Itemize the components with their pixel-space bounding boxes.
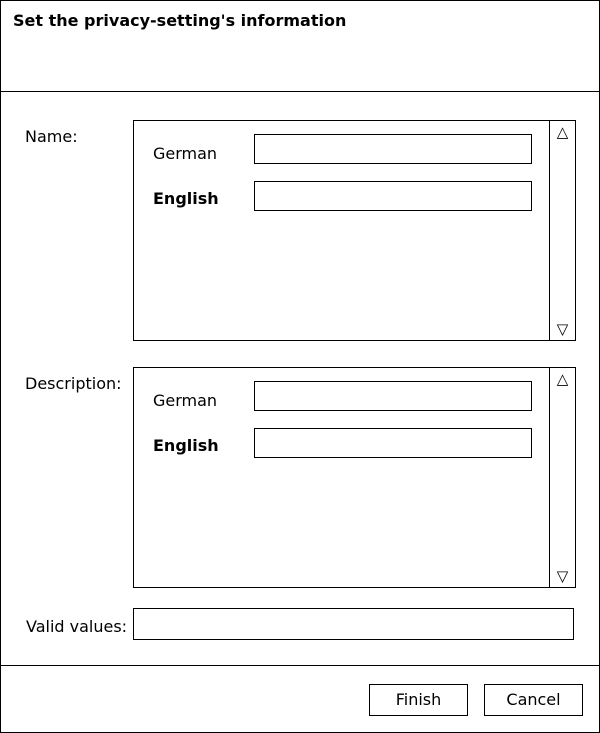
description-label: Description: — [25, 374, 122, 393]
name-label: Name: — [25, 127, 78, 146]
cancel-button[interactable]: Cancel — [484, 684, 583, 716]
valid-values-label: Valid values: — [26, 617, 128, 636]
description-panel-scrollbar[interactable]: △ ▽ — [549, 368, 575, 587]
scroll-down-arrow-icon[interactable]: ▽ — [556, 567, 569, 585]
scroll-down-arrow-icon[interactable]: ▽ — [556, 320, 569, 338]
description-english-input[interactable] — [254, 428, 532, 458]
description-english-label: English — [153, 436, 219, 455]
scroll-up-arrow-icon[interactable]: △ — [556, 123, 569, 141]
name-german-label: German — [153, 144, 218, 163]
scroll-up-arrow-icon[interactable]: △ — [556, 370, 569, 388]
dialog-title: Set the privacy-setting's information — [13, 11, 347, 30]
name-panel-scrollbar[interactable]: △ ▽ — [549, 121, 575, 340]
description-german-label: German — [153, 391, 218, 410]
description-german-input[interactable] — [254, 381, 532, 411]
name-german-input[interactable] — [254, 134, 532, 164]
valid-values-input[interactable] — [133, 608, 574, 640]
description-translations-panel: German English △ ▽ — [133, 367, 576, 588]
name-english-label: English — [153, 189, 219, 208]
name-english-input[interactable] — [254, 181, 532, 211]
header-divider — [0, 91, 600, 92]
name-translations-panel: German English △ ▽ — [133, 120, 576, 341]
finish-button[interactable]: Finish — [369, 684, 468, 716]
footer-divider — [0, 665, 600, 666]
